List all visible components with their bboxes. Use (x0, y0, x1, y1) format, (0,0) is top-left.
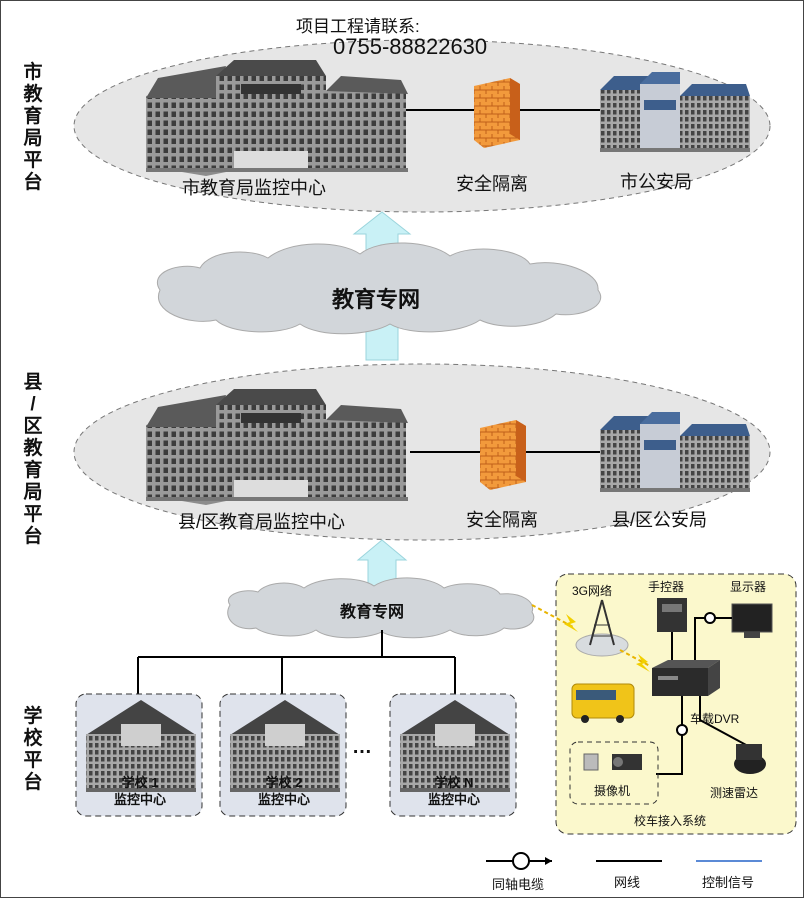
legend (486, 852, 762, 870)
county-firewall-icon (480, 420, 526, 490)
upper-network-cloud-icon (157, 242, 602, 335)
level-label-school: 学校 平台 (23, 706, 43, 793)
controller-icon (657, 598, 687, 632)
lower-network-cloud-icon (227, 577, 535, 639)
school-bus-icon (571, 683, 635, 723)
legend-coax-label: 同轴电缆 (492, 877, 545, 892)
display-icon (731, 603, 773, 633)
speed-radar-icon (734, 744, 766, 774)
city-police-building-icon (600, 72, 750, 152)
dvr-icon (652, 660, 720, 696)
contact-phone: 0755-88822630 (333, 34, 488, 59)
county-police-label: 县/区公安局 (612, 510, 708, 530)
lower-network-label: 教育专网 (340, 604, 405, 621)
camera-group-box (569, 741, 659, 805)
camera-label: 摄像机 (594, 784, 631, 798)
contact-label: 项目工程请联系: (296, 17, 420, 36)
county-firewall-label: 安全隔离 (466, 510, 538, 530)
3g-tower-icon (575, 599, 629, 657)
upper-network-label: 教育专网 (332, 287, 421, 312)
county-monitor-center-label: 县/区教育局监控中心 (178, 512, 346, 532)
city-firewall-label: 安全隔离 (456, 174, 528, 194)
city-monitor-center-label: 市教育局监控中心 (182, 178, 326, 198)
dvr-label: 车载DVR (690, 712, 740, 726)
3g-network-label: 3G网络 (572, 584, 613, 598)
level-label-county: 县/区 教育局 平台 (23, 372, 43, 547)
display-label: 显示器 (730, 580, 767, 594)
legend-network-label: 网线 (614, 875, 641, 890)
schools-ellipsis: … (352, 736, 372, 758)
legend-control-label: 控制信号 (702, 875, 755, 890)
county-police-building-icon (600, 412, 750, 492)
bus-system-title: 校车接入系统 (634, 814, 707, 828)
city-police-label: 市公安局 (620, 172, 692, 192)
speed-radar-label: 测速雷达 (710, 786, 759, 800)
level-label-city: 市教育 局平台 (23, 62, 43, 193)
controller-label: 手控器 (648, 580, 685, 594)
city-firewall-icon (474, 78, 520, 148)
camera-icon (583, 753, 642, 771)
